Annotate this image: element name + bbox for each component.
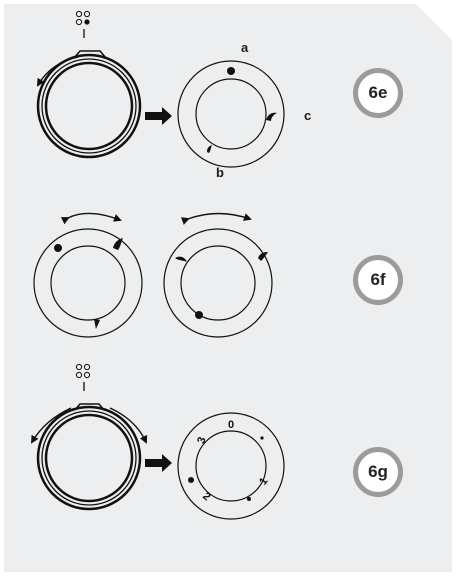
rotate-arrow-double-right-dial bbox=[180, 212, 252, 225]
rotate-arrow-both-ways-right bbox=[109, 407, 148, 444]
marker-a-dot bbox=[227, 67, 235, 75]
dial-6f-left bbox=[33, 228, 143, 338]
dial-6e bbox=[177, 60, 285, 168]
rotate-arrow-double-left-dial bbox=[60, 212, 122, 225]
dial-number-two: 2 bbox=[200, 490, 212, 503]
marker-b-drop bbox=[207, 145, 212, 153]
right-arrow-icon bbox=[145, 107, 172, 125]
marker-label-a: a bbox=[241, 40, 249, 55]
step-badge-6f: 6f bbox=[353, 255, 403, 305]
hob-dots-icon-lower bbox=[75, 363, 91, 391]
step-badge-6e: 6e bbox=[353, 68, 403, 118]
control-knob bbox=[36, 50, 142, 159]
marker-c-drop bbox=[266, 112, 277, 121]
right-arrow-icon-lower bbox=[145, 454, 172, 472]
marker-label-b: b bbox=[216, 165, 224, 180]
dial-number-three: 3 bbox=[195, 435, 208, 445]
dial-6f-right bbox=[163, 228, 273, 338]
power-dial: 0 1 2 3 bbox=[177, 412, 285, 520]
step-badge-6g: 6g bbox=[353, 447, 403, 497]
marker-label-c: c bbox=[304, 108, 312, 123]
hob-dots-icon bbox=[75, 10, 91, 38]
control-knob-lower bbox=[36, 403, 142, 511]
dial-number-zero: 0 bbox=[228, 419, 234, 431]
rotate-arrow-both-ways bbox=[30, 407, 72, 444]
dial-number-one: 1 bbox=[257, 476, 270, 488]
